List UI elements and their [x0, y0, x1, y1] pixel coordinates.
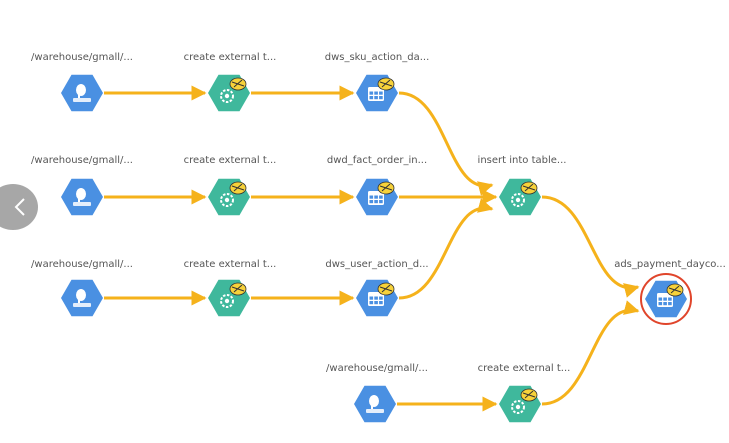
- node-label: /warehouse/gmall/...: [31, 52, 133, 63]
- node-task-n5[interactable]: create external t...: [184, 155, 277, 216]
- table-grid-hive-icon: [368, 181, 395, 205]
- node-hdfs-n1[interactable]: /warehouse/gmall/...: [31, 52, 133, 112]
- hdfs-elephant-icon: [73, 289, 91, 307]
- node-table-n10[interactable]: dws_user_action_d...: [325, 259, 429, 317]
- edge-n10-n7: [398, 198, 494, 300]
- node-label: dws_user_action_d...: [325, 259, 428, 270]
- edges-layer: [104, 85, 640, 412]
- node-task-n13[interactable]: create external t...: [478, 363, 571, 423]
- node-label: create external t...: [184, 52, 277, 63]
- hdfs-elephant-icon: [366, 395, 384, 413]
- node-hdfs-n8[interactable]: /warehouse/gmall/...: [31, 259, 133, 317]
- node-label: insert into table...: [478, 155, 567, 166]
- node-label: ads_payment_dayco...: [614, 259, 726, 270]
- hdfs-elephant-icon: [73, 188, 91, 206]
- hdfs-elephant-icon: [73, 84, 91, 102]
- node-task-n9[interactable]: create external t...: [184, 259, 277, 317]
- node-task-n2[interactable]: create external t...: [184, 52, 277, 112]
- gear-hive-icon: [220, 77, 247, 103]
- node-label: create external t...: [184, 155, 277, 166]
- node-label: /warehouse/gmall/...: [31, 259, 133, 270]
- node-hdfs-n4[interactable]: /warehouse/gmall/...: [31, 155, 133, 216]
- node-table-n6[interactable]: dwd_fact_order_in...: [327, 155, 427, 216]
- gear-hive-icon: [511, 388, 538, 414]
- node-label: create external t...: [184, 259, 277, 270]
- table-grid-hive-icon: [368, 77, 395, 101]
- node-table-n11[interactable]: ads_payment_dayco...: [614, 259, 726, 325]
- node-hdfs-n12[interactable]: /warehouse/gmall/...: [326, 363, 428, 423]
- chevron-left-icon: [14, 198, 25, 216]
- gear-hive-icon: [220, 282, 247, 308]
- node-task-n7[interactable]: insert into table...: [478, 155, 567, 216]
- edge-n13-n11: [541, 300, 640, 406]
- gear-hive-icon: [220, 181, 247, 207]
- table-grid-hive-icon: [657, 283, 684, 307]
- node-table-n3[interactable]: dws_sku_action_da...: [325, 52, 430, 112]
- edge-n3-n7: [398, 91, 494, 196]
- node-label: dwd_fact_order_in...: [327, 155, 427, 166]
- node-label: dws_sku_action_da...: [325, 52, 430, 63]
- node-label: /warehouse/gmall/...: [326, 363, 428, 374]
- nodes-layer: /warehouse/gmall/... create external t...…: [31, 52, 726, 423]
- node-label: create external t...: [478, 363, 571, 374]
- gear-hive-icon: [511, 181, 538, 207]
- edge-n7-n11: [541, 195, 640, 298]
- node-label: /warehouse/gmall/...: [31, 155, 133, 166]
- table-grid-hive-icon: [368, 282, 395, 306]
